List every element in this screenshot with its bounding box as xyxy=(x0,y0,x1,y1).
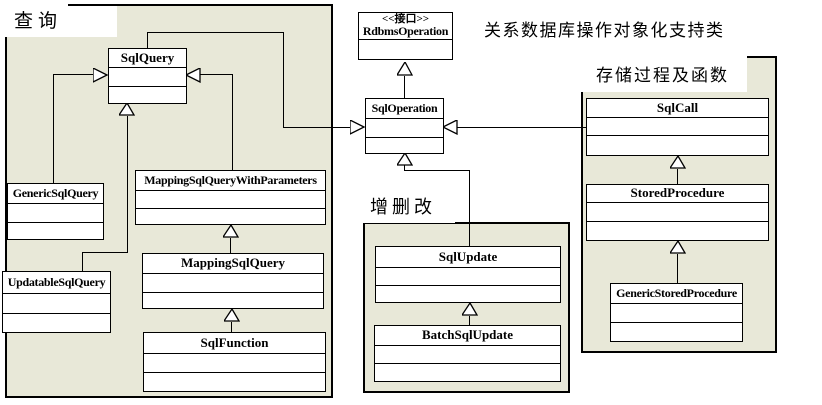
generalization-arrowhead-icon xyxy=(186,68,201,83)
class-compartment xyxy=(136,209,325,224)
generalization-arrowhead-icon xyxy=(350,120,365,135)
connector-line xyxy=(677,169,678,184)
class-box-sqlupdate: SqlUpdate xyxy=(375,246,561,303)
generalization-arrowhead-icon xyxy=(397,62,413,76)
connector-line xyxy=(127,116,128,253)
connector-line xyxy=(283,127,351,128)
class-compartment xyxy=(587,136,768,155)
class-compartment xyxy=(587,118,768,136)
class-compartment xyxy=(3,294,110,314)
class-title: <<接口>> RdbmsOperation xyxy=(359,13,452,40)
generalization-arrowhead-icon xyxy=(670,241,686,254)
class-compartment xyxy=(144,373,325,391)
connector-line xyxy=(147,32,148,48)
generalization-arrowhead-icon xyxy=(93,68,108,83)
connector-line xyxy=(469,170,470,246)
class-compartment xyxy=(611,304,742,323)
connector-line xyxy=(404,76,405,98)
group-label-query: 查询 xyxy=(0,0,117,37)
class-name: SqlCall xyxy=(587,99,768,118)
connector-line xyxy=(404,170,470,171)
generalization-arrowhead-icon xyxy=(223,225,239,238)
class-box-mappingsqlquery: MappingSqlQuery xyxy=(142,253,324,309)
generalization-arrowhead-icon xyxy=(224,309,240,322)
class-name: GenericSqlQuery xyxy=(8,184,103,204)
class-compartment xyxy=(136,191,325,209)
class-compartment xyxy=(611,323,742,341)
group-label-update: 增删改 xyxy=(358,185,455,223)
class-box-updatablesqlquery: UpdatableSqlQuery xyxy=(2,271,111,333)
generalization-arrowhead-icon xyxy=(119,103,135,116)
class-compartment xyxy=(109,87,186,103)
generalization-arrowhead-icon xyxy=(462,303,478,316)
class-compartment xyxy=(143,293,323,308)
generalization-arrowhead-icon xyxy=(670,156,686,169)
class-name: MappingSqlQueryWithParameters xyxy=(136,171,325,191)
group-label-stored-procedures: 存储过程及函数 xyxy=(578,52,747,92)
class-name: StoredProcedure xyxy=(587,185,768,203)
diagram-title: 关系数据库操作对象化支持类 xyxy=(484,21,725,40)
class-box-sqlquery: SqlQuery xyxy=(108,48,187,104)
class-compartment xyxy=(376,286,560,302)
connector-line xyxy=(404,165,405,171)
class-compartment xyxy=(143,274,323,293)
class-compartment xyxy=(8,223,103,239)
class-name: RdbmsOperation xyxy=(362,24,449,39)
class-compartment xyxy=(366,119,443,138)
class-name: MappingSqlQuery xyxy=(143,254,323,274)
class-compartment xyxy=(587,203,768,222)
connector-line xyxy=(231,322,232,332)
class-name: SqlFunction xyxy=(144,333,325,354)
connector-line xyxy=(677,254,678,283)
class-name: BatchSqlUpdate xyxy=(375,326,560,346)
connector-line xyxy=(82,252,128,253)
class-compartment xyxy=(3,314,110,332)
connector-line xyxy=(230,238,231,253)
connector-line xyxy=(232,74,233,170)
class-compartment xyxy=(375,364,560,381)
class-box-genericstoredprocedure: GenericStoredProcedure xyxy=(610,283,743,342)
class-box-sqlfunction: SqlFunction xyxy=(143,332,326,392)
class-name: SqlQuery xyxy=(109,49,186,68)
connector-line xyxy=(82,252,83,271)
class-compartment xyxy=(359,40,452,59)
class-box-genericsqlquery: GenericSqlQuery xyxy=(7,183,104,240)
class-box-sqlcall: SqlCall xyxy=(586,98,769,156)
class-compartment xyxy=(144,354,325,373)
connector-line xyxy=(469,316,470,325)
class-box-batchsqlupdate: BatchSqlUpdate xyxy=(374,325,561,382)
connector-line xyxy=(457,127,586,128)
class-compartment xyxy=(376,268,560,286)
class-name: SqlOperation xyxy=(366,99,443,119)
connector-line xyxy=(283,32,284,128)
connector-line xyxy=(200,74,233,75)
class-box-sqloperation: SqlOperation xyxy=(365,98,444,154)
class-compartment xyxy=(109,68,186,87)
class-name: SqlUpdate xyxy=(376,247,560,268)
class-compartment xyxy=(8,204,103,223)
class-name: UpdatableSqlQuery xyxy=(3,272,110,294)
generalization-arrowhead-icon xyxy=(443,120,458,135)
connector-line xyxy=(147,32,284,33)
class-box-mappingsqlquerywithparameters: MappingSqlQueryWithParameters xyxy=(135,170,326,225)
connector-line xyxy=(53,74,54,184)
class-compartment xyxy=(366,138,443,153)
class-compartment xyxy=(587,222,768,240)
class-box-rdbmsoperation: <<接口>> RdbmsOperation xyxy=(358,12,453,60)
class-compartment xyxy=(375,346,560,364)
query-group-top-border xyxy=(68,4,333,6)
class-box-storedprocedure: StoredProcedure xyxy=(586,184,769,241)
class-name: GenericStoredProcedure xyxy=(611,284,742,304)
stereotype-label: <<接口>> xyxy=(381,13,430,26)
generalization-arrowhead-icon xyxy=(397,153,413,166)
connector-line xyxy=(53,74,94,75)
